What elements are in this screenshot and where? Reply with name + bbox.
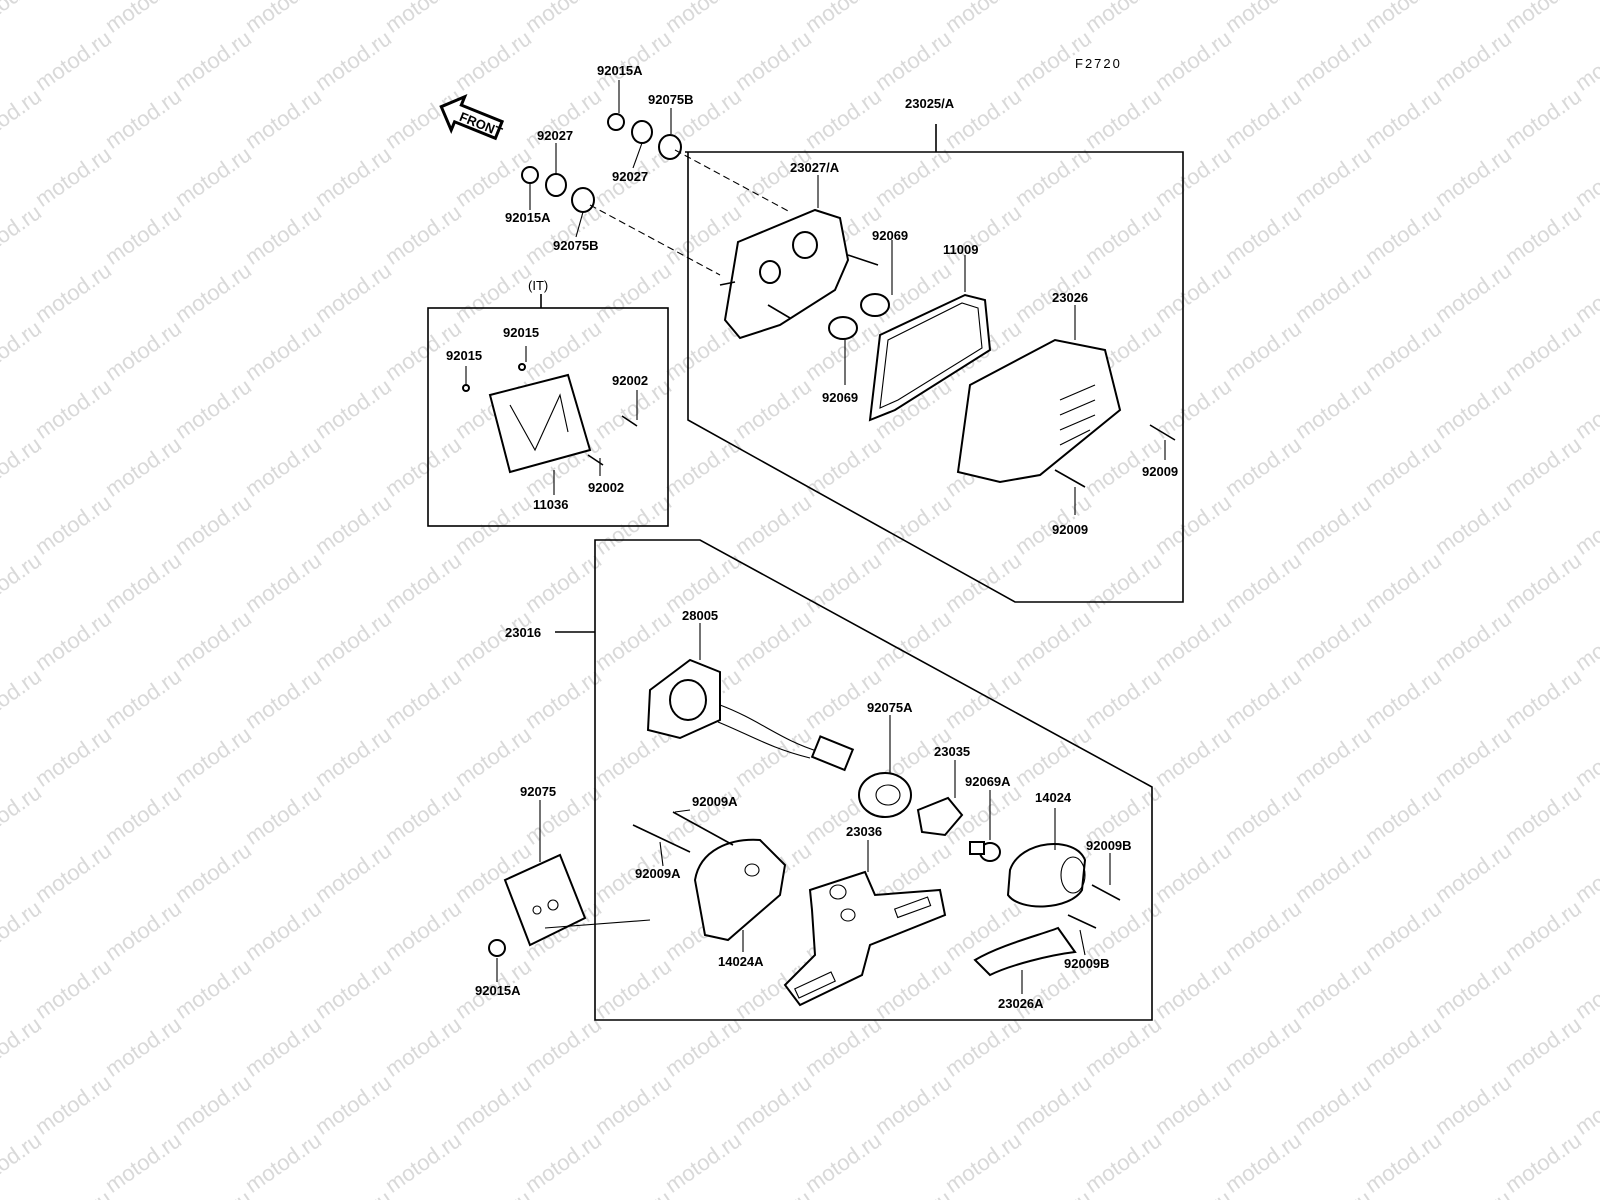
bulb-92069a: [969, 841, 1001, 862]
callout-label: 14024A: [718, 954, 764, 969]
group-label-italy: (IT): [528, 278, 548, 293]
callout-label: 28005: [682, 608, 718, 623]
callout-label: 92009A: [635, 866, 681, 881]
callout-label: 92027: [537, 128, 573, 143]
callout-label: 23035: [934, 744, 970, 759]
callout-label: 92002: [588, 480, 624, 495]
callout-label: 11009: [943, 242, 978, 257]
group-label-license-light: 23016: [505, 625, 541, 640]
callout-label: 92069A: [965, 774, 1011, 789]
callout-label: 92009: [1142, 464, 1178, 479]
callout-label: 23026: [1052, 290, 1088, 305]
callout-label: 23027/A: [790, 160, 840, 175]
front-arrow-icon: FRONT: [439, 93, 505, 141]
callout-label: 92075B: [553, 238, 599, 253]
cover-23026a: [973, 926, 1077, 977]
callout-label: 92015: [503, 325, 539, 340]
housing-14024a: [693, 838, 787, 942]
callout-label: 92009: [1052, 522, 1088, 537]
callout-label: 92015A: [505, 210, 551, 225]
leader-lines: [465, 80, 1166, 994]
callout-label: 92009A: [692, 794, 738, 809]
screws-92009b: [1067, 884, 1121, 929]
callout-label: 23026A: [998, 996, 1044, 1011]
callout-label: 11036: [533, 497, 568, 512]
group-label-tail-light: 23025/A: [905, 96, 955, 111]
italy-option-group: (IT): [427, 278, 669, 527]
callout-label: 92027: [612, 169, 648, 184]
callout-label: 92075B: [648, 92, 694, 107]
callout-label: 92069: [872, 228, 908, 243]
callout-labels: 92015A 92075B 92027 92027 92015A 92075B …: [446, 63, 1178, 1011]
callout-label: 23036: [846, 824, 882, 839]
callout-label: 92015A: [597, 63, 643, 78]
callout-label: 92075: [520, 784, 556, 799]
figure-code: F2720: [1075, 56, 1122, 71]
callout-label: 92075A: [867, 700, 913, 715]
lens-14024: [1006, 843, 1087, 908]
lens-gasket: [868, 293, 992, 422]
grommet-92075a: [858, 772, 912, 818]
tail-lens: [956, 338, 1122, 484]
tail-light-group: 23025/A: [685, 96, 1184, 603]
lamp-socket: [646, 658, 855, 772]
callout-label: 92009B: [1086, 838, 1132, 853]
callout-label: 92009B: [1064, 956, 1110, 971]
tail-light-base: [719, 208, 879, 340]
clip-23035: [916, 796, 964, 837]
callout-label: 92069: [822, 390, 858, 405]
plate-92075: [488, 853, 651, 957]
callout-label: 92002: [612, 373, 648, 388]
callout-label: 14024: [1035, 790, 1072, 805]
screws-92009a: [632, 811, 734, 853]
tail-screws: [1054, 424, 1176, 488]
bulb-parts: [828, 293, 890, 340]
bracket-23036: [783, 870, 947, 1007]
callout-label: 92015: [446, 348, 482, 363]
callout-label: 92015A: [475, 983, 521, 998]
license-light-group: 23016: [505, 539, 1153, 1021]
